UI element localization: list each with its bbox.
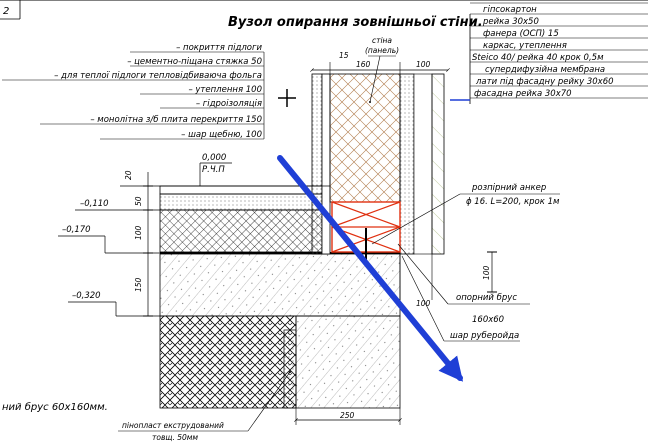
dim-20: 20 bbox=[124, 170, 133, 180]
dim-50: 50 bbox=[134, 196, 143, 206]
osb-board bbox=[321, 73, 331, 255]
level-zero: 0,000 Р.Ч.П bbox=[120, 153, 330, 187]
anchor-callout: розпірний анкер ϕ 16. L=200, крок 1м bbox=[371, 183, 560, 245]
foam-callout: пінопласт екструдований товщ. 50мм bbox=[118, 371, 291, 442]
right-legend-item: фанера (ОСП) 15 bbox=[483, 29, 559, 39]
air-gap bbox=[413, 73, 433, 255]
level-l2: –0,170 bbox=[62, 225, 91, 235]
left-legend-item: – покриття підлоги bbox=[176, 43, 262, 53]
crosshair-mark bbox=[278, 89, 296, 107]
right-legend: гіпсокартон рейка 30х50 фанера (ОСП) 15 … bbox=[450, 2, 648, 104]
wall-label-sub: (панель) bbox=[365, 46, 399, 55]
top-dimensions: 15 160 100 bbox=[310, 51, 450, 74]
left-legend-item: – для теплої підлоги тепловідбиваюча фол… bbox=[54, 71, 262, 81]
level-zero-sub: Р.Ч.П bbox=[202, 165, 225, 175]
left-legend-item: – утеплення 100 bbox=[188, 85, 262, 95]
dim-160: 160 bbox=[356, 60, 371, 69]
left-legend-item: – гідроізоляція bbox=[196, 99, 262, 109]
screed-layer bbox=[159, 193, 327, 211]
beam-label-2: 160х60 bbox=[472, 315, 504, 325]
level-l3: –0,320 bbox=[72, 291, 101, 301]
level-zero-text: 0,000 bbox=[202, 153, 226, 163]
dim-250: 250 bbox=[340, 411, 355, 420]
beam-label-1: опорний брус bbox=[456, 293, 517, 303]
left-legend-item: – шар щебню, 100 bbox=[181, 130, 262, 140]
foundation-strip bbox=[295, 315, 401, 409]
right-legend-item: супердифузійна мембрана bbox=[485, 65, 605, 75]
right-legend-item: лати під фасадну рейку 30х60 bbox=[475, 77, 614, 87]
wall-label: стіна bbox=[372, 36, 392, 45]
anchor-label-1: розпірний анкер bbox=[471, 183, 546, 193]
left-legend: – покриття підлоги – цементно-піщана стя… bbox=[2, 43, 265, 140]
dim-100-bottom: 100 bbox=[416, 299, 431, 308]
dim-100-side: 100 bbox=[134, 225, 143, 240]
left-vertical-dims: 20 50 100 150 bbox=[124, 170, 153, 317]
highlight-arrow bbox=[277, 155, 464, 382]
right-legend-item: Steico 40/ рейка 40 крок 0,5м bbox=[472, 53, 604, 63]
right-legend-item: каркас, утеплення bbox=[483, 41, 567, 51]
foam-strip bbox=[283, 329, 297, 409]
left-legend-item: – монолітна з/б плита перекриття 150 bbox=[90, 115, 262, 125]
level-l1: –0,110 bbox=[80, 199, 109, 209]
beam-callout: опорний брус 160х60 bbox=[397, 243, 530, 325]
foam-label-1: пінопласт екструдований bbox=[122, 421, 224, 430]
right-legend-item: фасадна рейка 30х70 bbox=[474, 89, 572, 99]
dim-100-top: 100 bbox=[416, 60, 431, 69]
dim-15: 15 bbox=[339, 51, 349, 60]
insulation-layer bbox=[159, 209, 327, 253]
frame-insulation bbox=[329, 73, 401, 203]
ruberoid-label: шар руберойда bbox=[450, 331, 519, 341]
left-legend-item: – цементно-піщана стяжка 50 bbox=[127, 57, 262, 67]
sheet-number: 2 bbox=[3, 6, 9, 17]
bottom-dimension: 250 bbox=[294, 408, 402, 425]
dim-150: 150 bbox=[134, 277, 143, 292]
facade-board bbox=[431, 73, 445, 255]
bottom-left-note: ний брус 60х160мм. bbox=[2, 401, 108, 413]
ruberoid-callout: шар руберойда bbox=[401, 255, 520, 342]
right-legend-item: рейка 30х50 bbox=[482, 17, 539, 27]
foam-label-2: товщ. 50мм bbox=[152, 433, 198, 442]
drawing-title: Вузол опирання зовнішньої стіни. bbox=[228, 15, 483, 30]
gravel-layer bbox=[159, 315, 297, 409]
dim-100-right: 100 bbox=[482, 265, 491, 280]
concrete-slab bbox=[159, 253, 401, 317]
anchor-label-2: ϕ 16. L=200, крок 1м bbox=[466, 197, 560, 207]
right-legend-item: гіпсокартон bbox=[483, 5, 537, 15]
right-vertical-dims: 100 bbox=[482, 251, 497, 293]
gypsum-board bbox=[311, 73, 323, 255]
